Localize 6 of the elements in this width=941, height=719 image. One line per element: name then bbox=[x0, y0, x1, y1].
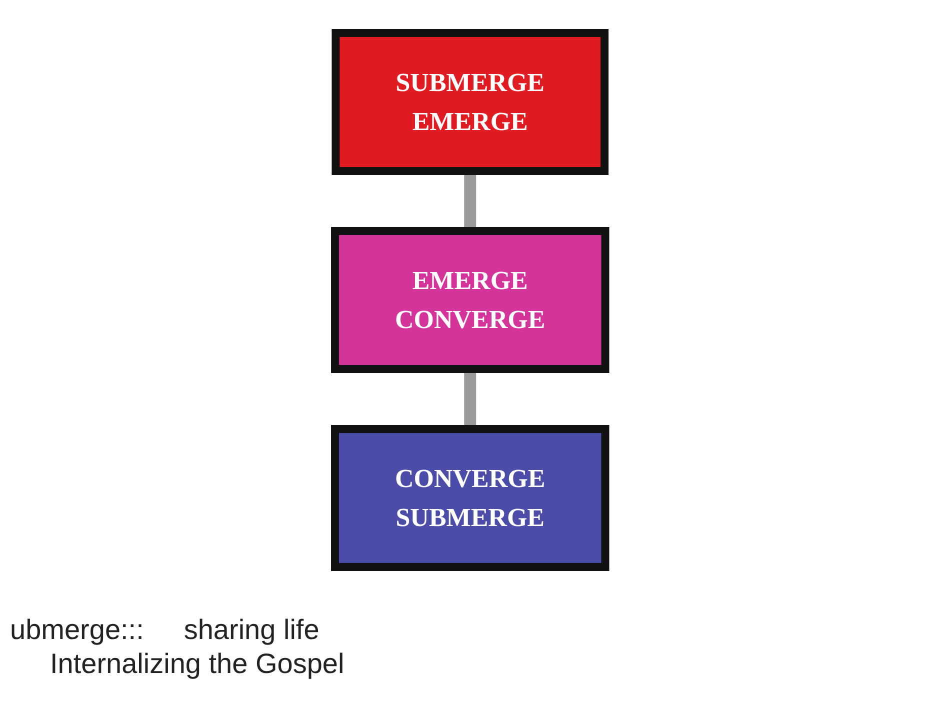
node-box: CONVERGE SUBMERGE bbox=[331, 425, 610, 571]
node-box: EMERGE CONVERGE bbox=[331, 227, 610, 373]
note-text: Internalizing the Gospel bbox=[50, 648, 344, 679]
node-box: SUBMERGE EMERGE bbox=[332, 29, 609, 175]
note-text: ubmerge::: bbox=[10, 614, 144, 645]
note-text: sharing life bbox=[184, 614, 320, 645]
